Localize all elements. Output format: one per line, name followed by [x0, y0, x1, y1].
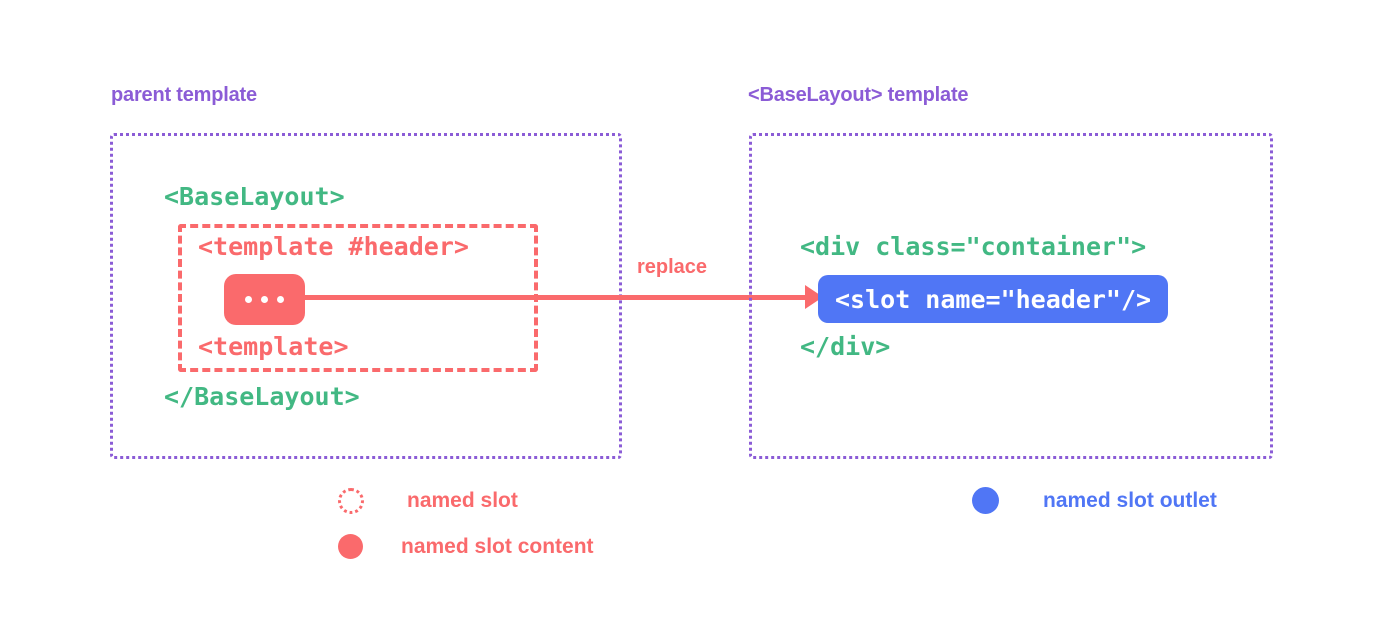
ellipsis-dot-1	[245, 296, 252, 303]
legend-item-named-slot-outlet: named slot outlet	[972, 487, 1217, 514]
code-baselayout-close-tag: </BaseLayout>	[164, 382, 360, 411]
code-div-close-tag: </div>	[800, 332, 891, 361]
named-slot-outlet-chip: <slot name="header"/>	[818, 275, 1169, 323]
legend-label-named-slot-outlet: named slot outlet	[1043, 488, 1217, 512]
legend-item-named-slot-content: named slot content	[338, 534, 594, 559]
replace-arrow-line	[303, 295, 813, 300]
code-template-close-tag: <template>	[198, 332, 349, 361]
ellipsis-dot-2	[261, 296, 268, 303]
legend-item-named-slot: named slot	[338, 488, 518, 514]
baselayout-template-title: <BaseLayout> template	[748, 84, 969, 106]
dotted-circle-icon	[338, 488, 364, 514]
code-div-open-tag: <div class="container">	[800, 232, 1147, 261]
named-slot-content-pill	[224, 274, 305, 325]
legend-label-named-slot-content: named slot content	[401, 534, 594, 558]
replace-arrow-label: replace	[637, 256, 708, 278]
code-template-open-tag: <template #header>	[198, 232, 469, 261]
legend-label-named-slot: named slot	[407, 489, 518, 512]
baselayout-template-panel	[749, 133, 1273, 459]
filled-circle-red-icon	[338, 534, 363, 559]
parent-template-title: parent template	[111, 84, 257, 106]
ellipsis-dot-3	[277, 296, 284, 303]
code-baselayout-open-tag: <BaseLayout>	[164, 182, 345, 211]
filled-circle-blue-icon	[972, 487, 999, 514]
